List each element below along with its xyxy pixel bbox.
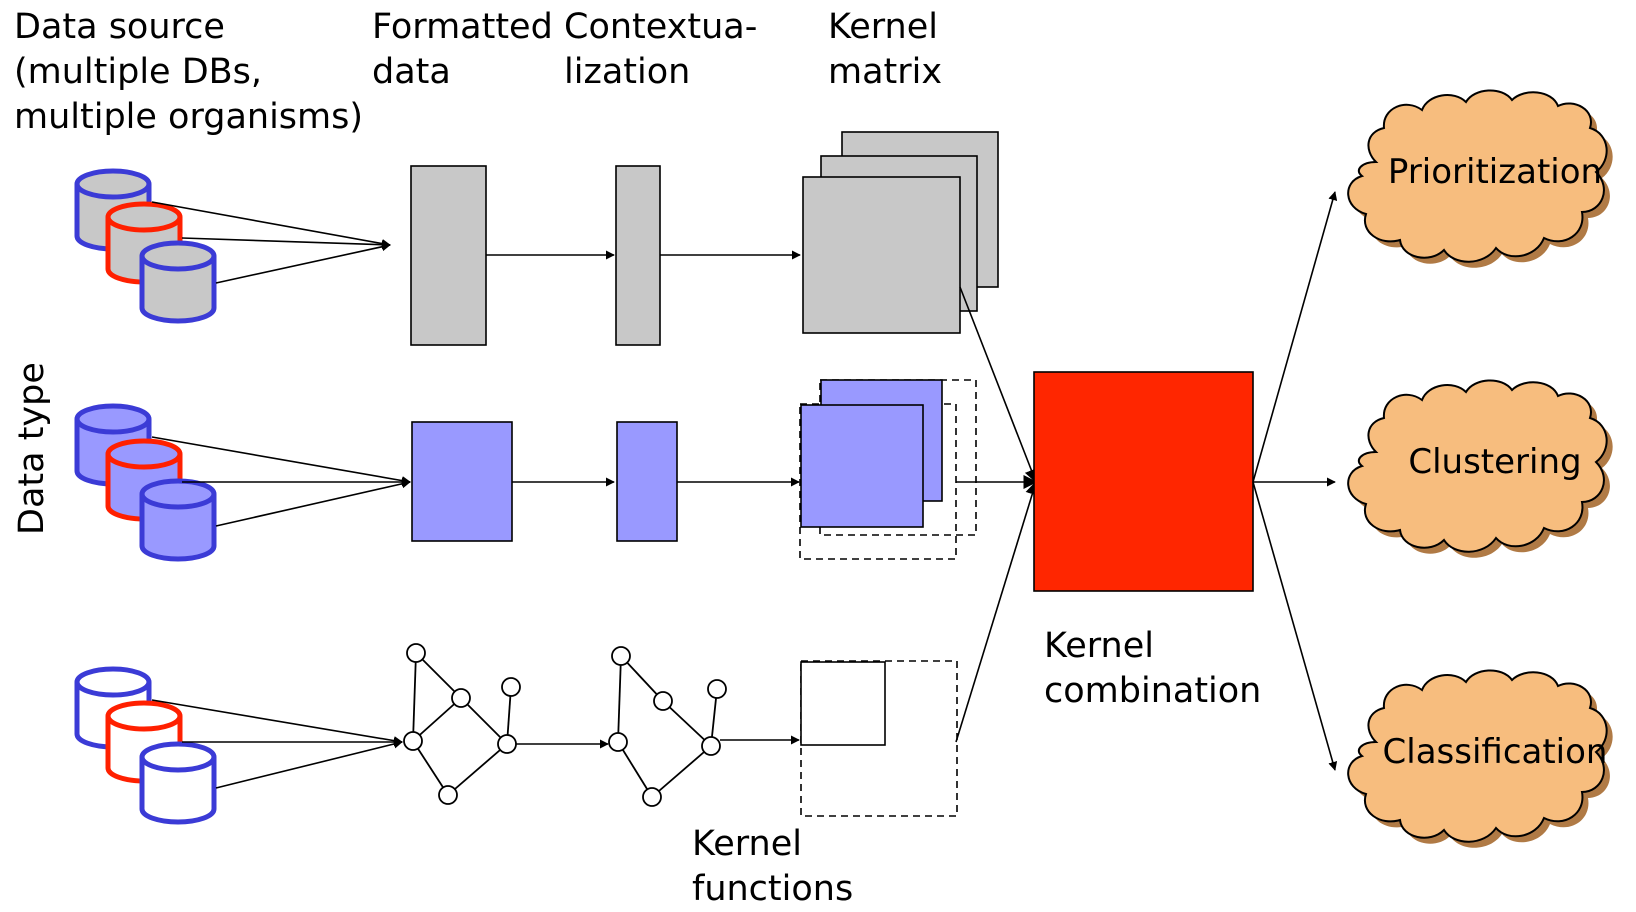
label-line: multiple organisms): [14, 97, 364, 137]
label-line: Formatted: [372, 7, 553, 47]
label-line: Contextua-: [564, 7, 758, 47]
kernel-matrix-label: Kernel matrix: [828, 5, 942, 95]
kernel-combination-label: Kernel combination: [1044, 624, 1261, 714]
label-line: Kernel: [828, 7, 938, 47]
contextualization-block: [615, 165, 661, 346]
label-line: Kernel: [1044, 626, 1154, 666]
kernel-matrix-stack-3: [800, 660, 958, 817]
contextualization-graph: [608, 646, 727, 807]
contextualization-label: Contextua- lization: [564, 5, 757, 95]
kernel-functions-label: Kernel functions: [692, 822, 853, 912]
kernel-matrix-stack-1: [802, 131, 999, 334]
label-line: combination: [1044, 671, 1262, 711]
label-line: Kernel: [692, 824, 802, 864]
label-line: lization: [564, 52, 691, 92]
row-1-input-arrows: [151, 201, 391, 284]
formatted-data-graph: [403, 643, 521, 805]
label-line: functions: [692, 869, 854, 909]
label-line: data: [372, 52, 451, 92]
prioritization-label: Prioritization: [1387, 152, 1603, 192]
data-source-label: Data source (multiple DBs, multiple orga…: [14, 5, 363, 140]
formatted-data-block: [411, 421, 513, 542]
database-icon: [142, 481, 214, 559]
kernel-combination-block: [1033, 371, 1254, 592]
label-line: (multiple DBs,: [14, 52, 263, 92]
combination-input-arrows: [955, 286, 1039, 743]
row-2-input-arrows: [151, 436, 411, 527]
output-arrows: [1252, 191, 1338, 771]
formatted-data-block: [410, 165, 487, 346]
database-icon: [142, 243, 214, 321]
label-line: Data source: [14, 7, 225, 47]
data-type-label: Data type: [12, 362, 52, 535]
contextualization-block: [616, 421, 678, 542]
row-3-input-arrows: [151, 699, 403, 789]
row-1-databases: [77, 171, 214, 321]
clustering-label: Clustering: [1408, 442, 1582, 482]
kernel-matrix-stack-2: [799, 379, 977, 560]
formatted-data-label: Formatted data: [372, 5, 553, 95]
label-line: matrix: [828, 52, 943, 92]
classification-label: Classification: [1382, 732, 1608, 772]
database-icon: [142, 744, 214, 822]
row-3-databases: [77, 669, 214, 822]
